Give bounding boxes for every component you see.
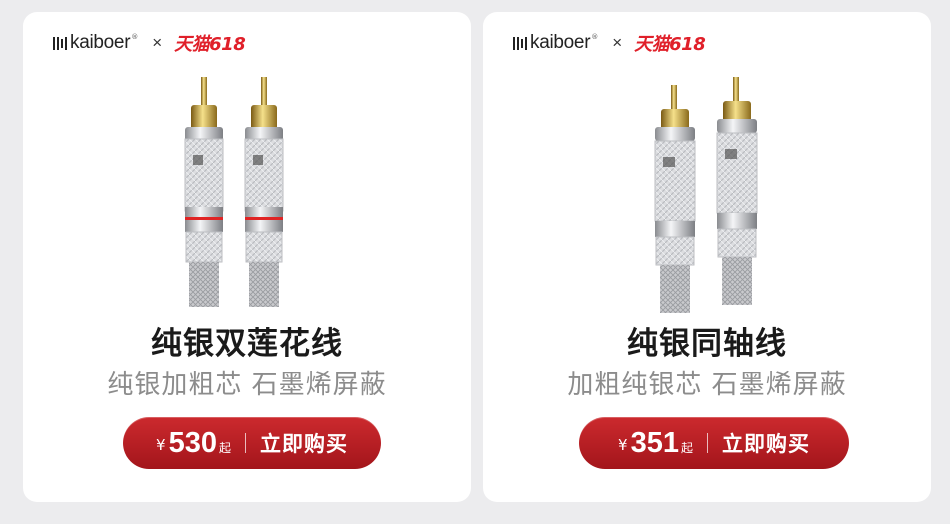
price-value: 530 [168, 426, 217, 459]
rca-connector-icon [654, 85, 696, 313]
currency-symbol: ¥ [156, 436, 166, 454]
registered-mark: ® [131, 33, 139, 41]
collab-times: × [612, 33, 623, 52]
partner-logo: 天猫618 [174, 34, 246, 55]
product-card-rca[interactable]: kaiboer ® × 天猫618 [23, 12, 471, 502]
price-value: 351 [630, 426, 679, 459]
product-title: 纯银同轴线 [627, 326, 787, 362]
buy-now-button[interactable]: ¥ 351 起 立即购买 [579, 417, 849, 469]
rca-connector-icon [184, 77, 224, 307]
button-divider [706, 433, 708, 453]
kaiboer-bars-logo-icon [53, 36, 67, 50]
brand-name: kaiboer [530, 32, 591, 53]
partner-logo: 天猫618 [634, 34, 706, 55]
product-image-coaxial [654, 77, 758, 313]
price-suffix: 起 [218, 441, 231, 455]
product-image-rca [184, 77, 284, 307]
brand-header: kaiboer ® × 天猫618 [513, 32, 706, 55]
rca-connector-icon [244, 77, 284, 307]
product-subtitle: 加粗纯银芯 石墨烯屏蔽 [567, 370, 847, 400]
collab-times: × [152, 33, 163, 52]
kaiboer-bars-logo-icon [513, 36, 527, 50]
currency-symbol: ¥ [618, 436, 628, 454]
brand-name: kaiboer [70, 32, 131, 53]
brand-header: kaiboer ® × 天猫618 [53, 32, 246, 55]
button-divider [244, 433, 246, 453]
product-subtitle: 纯银加粗芯 石墨烯屏蔽 [107, 370, 387, 400]
product-title: 纯银双莲花线 [151, 326, 343, 362]
buy-now-label: 立即购买 [721, 432, 810, 456]
rca-connector-icon [716, 77, 758, 305]
buy-now-button[interactable]: ¥ 530 起 立即购买 [123, 417, 381, 469]
product-card-coaxial[interactable]: kaiboer ® × 天猫618 [483, 12, 931, 502]
registered-mark: ® [591, 33, 599, 41]
price-suffix: 起 [680, 441, 693, 455]
buy-now-label: 立即购买 [259, 432, 348, 456]
